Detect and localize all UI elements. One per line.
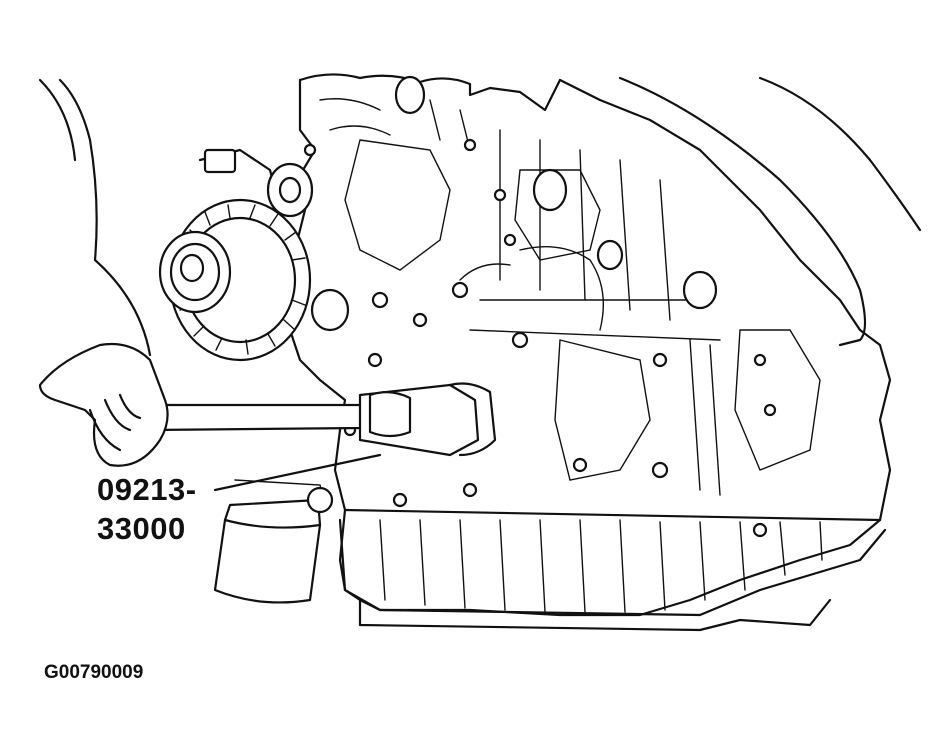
oil-filter	[213, 479, 334, 604]
tool-number-line2: 33000	[97, 511, 186, 546]
figure-id-label: G00790009	[44, 662, 144, 683]
water-pump	[266, 75, 718, 332]
bolts	[303, 138, 777, 538]
oil-pan	[338, 508, 887, 632]
engine-block	[288, 73, 892, 617]
special-tool-wrench	[148, 382, 497, 457]
alternator	[158, 148, 312, 362]
tool-number-line1: 09213-	[97, 472, 197, 507]
callout-leader-line	[213, 453, 382, 492]
mechanic-hand	[38, 78, 169, 467]
fender-outline	[618, 76, 922, 347]
